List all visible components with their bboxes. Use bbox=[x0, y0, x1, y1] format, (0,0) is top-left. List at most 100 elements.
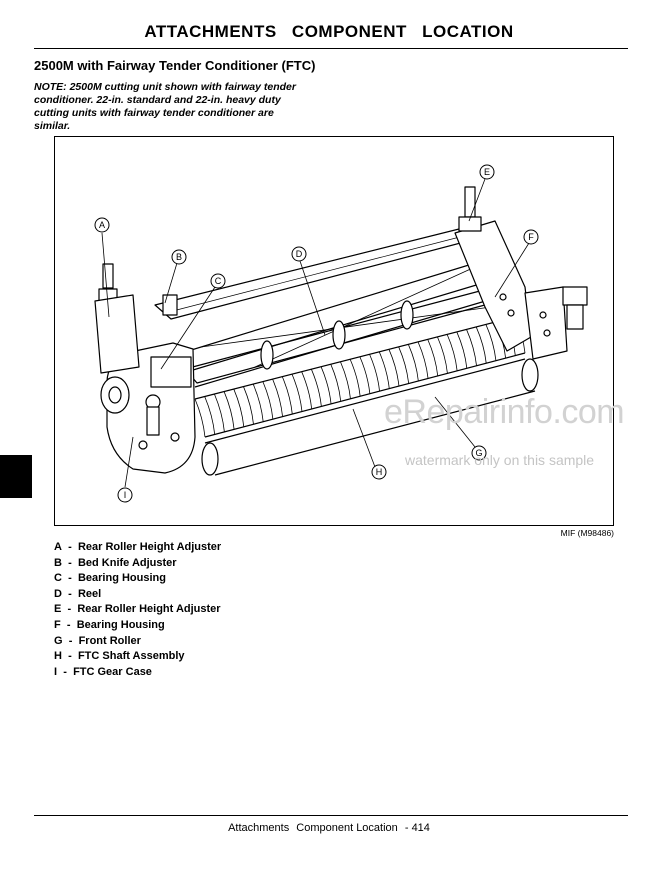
left-adjuster bbox=[94, 263, 178, 436]
callout-d-label: D bbox=[296, 249, 303, 259]
section-title: 2500M with Fairway Tender Conditioner (F… bbox=[34, 58, 316, 73]
footer-page-number: - 414 bbox=[404, 822, 430, 834]
brush-rib bbox=[340, 361, 351, 399]
legend-label: Reel bbox=[77, 587, 102, 600]
note-line: conditioner. 22-in. standard and 22-in. … bbox=[34, 94, 281, 106]
legend-item: G-Front Roller bbox=[54, 634, 221, 650]
brush-rib bbox=[369, 354, 380, 392]
reel-blade bbox=[254, 266, 476, 368]
leader-h bbox=[352, 408, 376, 468]
legend-label: Rear Roller Height Adjuster bbox=[77, 541, 222, 553]
leader-i bbox=[124, 436, 134, 488]
brush-rib bbox=[475, 326, 487, 364]
brush-rib bbox=[252, 383, 264, 422]
leader-e bbox=[468, 178, 486, 222]
right-side-plate bbox=[454, 186, 588, 360]
legend-label: Bed Knife Adjuster bbox=[77, 556, 177, 569]
callout-f: F bbox=[523, 229, 539, 245]
brush-rib bbox=[272, 378, 283, 417]
reel-blade bbox=[200, 306, 492, 348]
legend-label: Bearing Housing bbox=[76, 618, 165, 631]
brush-rib bbox=[466, 329, 477, 366]
legend-label: Front Roller bbox=[78, 634, 141, 647]
note-line: similar. bbox=[34, 120, 71, 132]
brush-rib bbox=[262, 381, 274, 420]
cutting-unit-illustration: A B C D E F G H I bbox=[94, 164, 588, 503]
side-tab-marker bbox=[0, 455, 32, 498]
callout-g: G bbox=[471, 445, 487, 461]
page-title-left: ATTACHMENTS bbox=[144, 22, 277, 41]
legend-key: D bbox=[54, 587, 62, 600]
leader-d bbox=[299, 260, 326, 336]
brush-rib bbox=[281, 376, 293, 415]
note-line: cutting units with fairway tender condit… bbox=[34, 107, 274, 119]
legend-item: C-Bearing Housing bbox=[54, 571, 221, 587]
brush-rib bbox=[427, 339, 439, 376]
callout-c: C bbox=[210, 273, 226, 289]
page-title: ATTACHMENTS COMPONENT LOCATION bbox=[0, 22, 658, 42]
callout-e-label: E bbox=[484, 167, 490, 177]
leader-c bbox=[160, 286, 216, 370]
callout-f-label: F bbox=[528, 232, 534, 242]
brush-rib bbox=[437, 336, 448, 374]
legend-separator: - bbox=[67, 603, 72, 616]
legend-key: C bbox=[54, 572, 62, 585]
reel-spider bbox=[400, 300, 414, 330]
brush-rib bbox=[214, 393, 225, 432]
leader-b bbox=[164, 262, 178, 304]
footer-section: Attachments bbox=[228, 822, 290, 834]
leader-g bbox=[434, 396, 476, 448]
figure-code: MIF (M98486) bbox=[560, 528, 614, 538]
brush-rib bbox=[446, 334, 458, 371]
legend-label: FTC Shaft Assembly bbox=[77, 650, 185, 663]
legend-separator: - bbox=[68, 556, 72, 569]
reel-blade bbox=[174, 256, 496, 356]
legend-separator: - bbox=[68, 587, 72, 600]
reel-spider bbox=[332, 320, 346, 350]
brush-rib bbox=[243, 386, 254, 425]
legend-separator: - bbox=[68, 634, 73, 647]
brush-rib bbox=[233, 388, 245, 427]
brush-rib bbox=[301, 371, 313, 410]
legend-separator: - bbox=[68, 650, 72, 663]
callout-i: I bbox=[117, 487, 133, 503]
legend-item: F-Bearing Housing bbox=[54, 618, 221, 634]
legend-separator: - bbox=[68, 572, 72, 585]
brush-rib bbox=[417, 341, 429, 379]
legend-item: B-Bed Knife Adjuster bbox=[54, 556, 221, 572]
legend-item: H-FTC Shaft Assembly bbox=[54, 649, 221, 665]
callout-h-label: H bbox=[376, 467, 383, 477]
legend-key: E bbox=[54, 603, 62, 616]
front-roller bbox=[201, 358, 539, 476]
legend-separator: - bbox=[63, 665, 67, 678]
callout-a-label: A bbox=[99, 220, 105, 230]
legend-separator: - bbox=[66, 618, 71, 631]
callout-a: A bbox=[94, 217, 110, 233]
brush-rib bbox=[223, 391, 235, 430]
legend-item: A-Rear Roller Height Adjuster bbox=[54, 540, 221, 556]
brush-rib bbox=[291, 373, 303, 412]
page-footer: Attachments Component Location - 414 bbox=[0, 822, 658, 834]
callout-b: B bbox=[171, 249, 187, 265]
ftc-gear-case bbox=[100, 342, 196, 474]
legend-key: B bbox=[54, 556, 62, 569]
brush-rib bbox=[204, 396, 216, 435]
legend-key: F bbox=[54, 618, 61, 631]
footer-rule bbox=[34, 815, 628, 816]
page-title-right: COMPONENT LOCATION bbox=[291, 22, 514, 41]
brush-rib bbox=[320, 366, 332, 404]
ftc-brush bbox=[194, 316, 526, 438]
legend-separator: - bbox=[68, 541, 72, 553]
brush-rib bbox=[378, 351, 390, 389]
brush-rib bbox=[398, 346, 410, 384]
legend-key: H bbox=[54, 650, 62, 663]
callout-d: D bbox=[291, 246, 307, 262]
brush-rib bbox=[407, 344, 419, 382]
legend-label: FTC Gear Case bbox=[73, 665, 152, 678]
brush-rib bbox=[359, 356, 371, 394]
legend-item: E-Rear Roller Height Adjuster bbox=[54, 602, 221, 618]
watermark-main: eRepairinfo.com bbox=[384, 393, 625, 431]
callout-b-label: B bbox=[176, 252, 182, 262]
brush-rib bbox=[310, 369, 322, 407]
legend-key: G bbox=[54, 634, 63, 647]
